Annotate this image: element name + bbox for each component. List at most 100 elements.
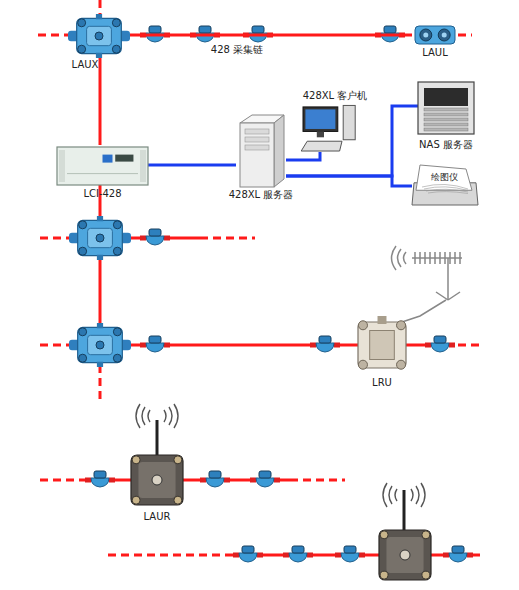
drive-slot [424, 128, 468, 131]
device-icon [128, 452, 186, 508]
drive-slot [424, 123, 468, 126]
sensor-cap [344, 546, 356, 553]
icon-group [415, 26, 455, 44]
antenna-mast [447, 258, 449, 300]
aul-body [415, 26, 455, 44]
lru-knob [358, 360, 367, 369]
drive-slot [424, 113, 468, 116]
cable-dash [99, 0, 102, 14]
laur-knob [380, 531, 388, 539]
connector-knob [113, 328, 121, 336]
device-icon [68, 14, 130, 58]
rack-ear [140, 150, 146, 182]
connector-knob [95, 32, 103, 40]
keyboard [301, 141, 342, 151]
sensor-plug [140, 236, 146, 241]
cable-stub [96, 53, 102, 58]
red-cables [38, 0, 482, 555]
sensor-cap [384, 26, 396, 33]
connector-knob [79, 221, 87, 229]
device-label: 绘图仪 [424, 171, 464, 183]
sensor-body [91, 478, 109, 487]
cable-stub [96, 14, 102, 19]
brand-badge [103, 155, 113, 163]
sensor-body [146, 236, 164, 245]
sensor-cap [149, 26, 161, 33]
device-label: LAUX [70, 59, 100, 71]
aux-body [78, 220, 123, 255]
laux-unit [69, 216, 131, 260]
seismic-cable [99, 58, 102, 145]
fdu-sensor [140, 336, 170, 352]
fdu-sensor [310, 336, 340, 352]
device-label: LRU [352, 377, 412, 389]
front-display [115, 155, 133, 162]
device-label: 428XL 客户机 [295, 90, 375, 102]
laur-unit [379, 530, 431, 580]
lru-knob [397, 360, 406, 369]
sensor-cap [149, 336, 161, 343]
sensor-plug [250, 478, 256, 483]
connector-knob [78, 45, 86, 53]
lru-knob [397, 321, 406, 330]
aux-panel [87, 26, 112, 45]
sensor-cap [292, 546, 304, 553]
antenna-elements [415, 252, 460, 264]
connector-knob [78, 19, 86, 27]
connector-core [442, 33, 447, 38]
cable-dash [40, 344, 72, 347]
network-link [286, 176, 412, 186]
network-link [148, 164, 236, 167]
lru-knob [358, 321, 367, 330]
antenna-base [436, 292, 460, 300]
tower-front [240, 123, 274, 187]
server-tower: 428XL 服务器 [225, 113, 297, 201]
connector-knob [438, 29, 450, 41]
sensor-plug [335, 553, 341, 558]
sensor-plug [200, 478, 206, 483]
fdu-sensor [140, 229, 170, 245]
device-label: LCI-428 [55, 188, 150, 200]
antenna-rod [156, 420, 159, 458]
icon-group [68, 14, 130, 58]
sensor-plug [449, 343, 455, 348]
sensor-plug [359, 553, 365, 558]
sensor-plug [425, 343, 431, 348]
aux-body [78, 327, 123, 362]
yagi-antenna [392, 246, 463, 322]
device-label: 428XL 服务器 [225, 189, 297, 201]
laux-unit [69, 323, 131, 367]
sensor-body [206, 478, 224, 487]
drive-bay [245, 145, 269, 150]
plot-trace [428, 192, 468, 194]
connector-knob [113, 354, 121, 362]
radio-waves [392, 246, 407, 270]
chain-label: 428 采集链 [205, 44, 269, 56]
sensor-plug [467, 553, 473, 558]
sensor-body [146, 343, 164, 352]
cable-dash [108, 554, 238, 557]
device-icon [57, 147, 148, 185]
nas-display [424, 88, 468, 106]
laur-knob [174, 456, 182, 464]
pc-tower [343, 105, 355, 139]
fdu-sensor [425, 336, 455, 352]
monitor-screen [305, 109, 335, 129]
radio-waves [383, 483, 397, 507]
cable-dash [40, 479, 90, 482]
laur-knob [380, 571, 388, 579]
laur-knob [132, 496, 140, 504]
monitor-stand [317, 131, 324, 137]
plotter-paper [416, 165, 472, 190]
device-icon [412, 24, 458, 46]
lru-port [378, 316, 387, 324]
icon-group [301, 105, 355, 151]
laul-unit: LAUL [412, 24, 458, 60]
cable-stub [97, 216, 103, 221]
nas-server: NAS 服务器 [410, 78, 482, 152]
lru-panel [370, 331, 395, 360]
fdu-sensor [85, 471, 115, 487]
laur-face [138, 462, 175, 498]
device-icon [354, 316, 410, 374]
